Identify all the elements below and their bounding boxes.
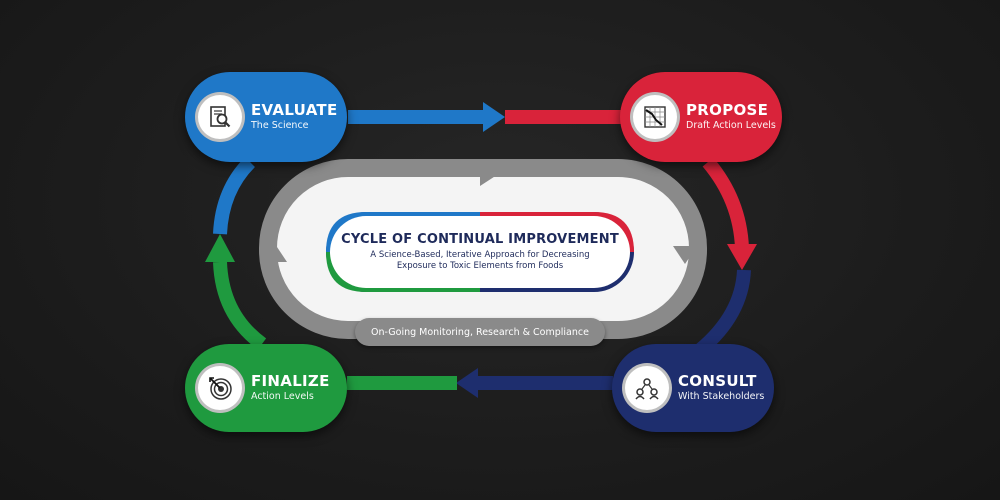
step-evaluate-title: EVALUATE (251, 100, 338, 119)
monitoring-label-bar: On-Going Monitoring, Research & Complian… (355, 318, 605, 346)
center-title: CYCLE OF CONTINUAL IMPROVEMENT (341, 232, 619, 248)
center-subtitle: A Science-Based, Iterative Approach for … (370, 250, 589, 271)
step-consult-subtitle: With Stakeholders (678, 391, 765, 403)
step-propose-label: PROPOSE Draft Action Levels (686, 100, 776, 132)
step-finalize-subtitle: Action Levels (251, 391, 314, 403)
step-evaluate: EVALUATE The Science (185, 72, 347, 162)
magnifier-document-icon (195, 92, 245, 142)
step-finalize-title: FINALIZE (251, 371, 330, 390)
center-panel: CYCLE OF CONTINUAL IMPROVEMENT A Science… (330, 216, 630, 288)
step-propose-subtitle: Draft Action Levels (686, 120, 776, 132)
step-finalize-label: FINALIZE Action Levels (251, 371, 330, 403)
step-consult-title: CONSULT (678, 371, 757, 390)
step-consult: CONSULT With Stakeholders (612, 344, 774, 432)
arrow-finalize-to-evaluate (205, 157, 267, 350)
step-evaluate-subtitle: The Science (251, 120, 309, 132)
step-propose-title: PROPOSE (686, 100, 769, 119)
step-propose: PROPOSE Draft Action Levels (620, 72, 782, 162)
center-subtitle-line2: Exposure to Toxic Elements from Foods (396, 261, 564, 271)
monitoring-label: On-Going Monitoring, Research & Complian… (371, 326, 589, 338)
arrow-consult-to-finalize (347, 368, 613, 398)
step-evaluate-label: EVALUATE The Science (251, 100, 338, 132)
arrow-evaluate-to-propose (348, 102, 623, 132)
step-consult-label: CONSULT With Stakeholders (678, 371, 765, 403)
declining-chart-icon (630, 92, 680, 142)
target-arrow-icon (195, 363, 245, 413)
arrow-propose-to-consult (695, 157, 757, 356)
center-subtitle-line1: A Science-Based, Iterative Approach for … (370, 250, 590, 261)
people-network-icon (622, 363, 672, 413)
step-finalize: FINALIZE Action Levels (185, 344, 347, 432)
